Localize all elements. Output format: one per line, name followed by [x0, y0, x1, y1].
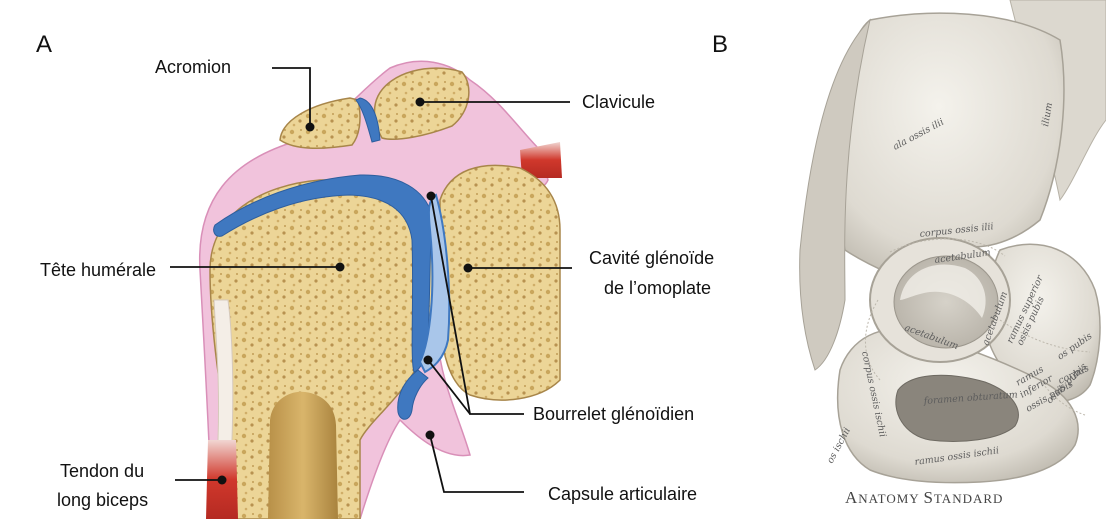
shoulder-illustration [200, 61, 562, 519]
tendon-label-line2: long biceps [57, 490, 148, 510]
capsule-label: Capsule articulaire [548, 484, 697, 504]
anatomy-standard-credit: ANATOMY STANDARD [845, 488, 1003, 507]
cavite-glenoide-label-line2: de l’omoplate [604, 278, 711, 298]
medullary-canal [268, 392, 338, 519]
acromion-label: Acromion [155, 57, 231, 77]
clavicule-label: Clavicule [582, 92, 655, 112]
tendon-label-line1: Tendon du [60, 461, 144, 481]
tete-humerale-label: Tête humérale [40, 260, 156, 280]
acromion-bone [280, 98, 360, 148]
cavite-glenoide-label-line1: Cavité glénoïde [589, 248, 714, 268]
panel-a-label: A [36, 31, 52, 58]
glenoid-bone [440, 165, 560, 400]
pelvis-illustration [800, 0, 1106, 483]
bourrelet-label: Bourrelet glénoïdien [533, 404, 694, 424]
panel-b-label: B [712, 31, 728, 58]
